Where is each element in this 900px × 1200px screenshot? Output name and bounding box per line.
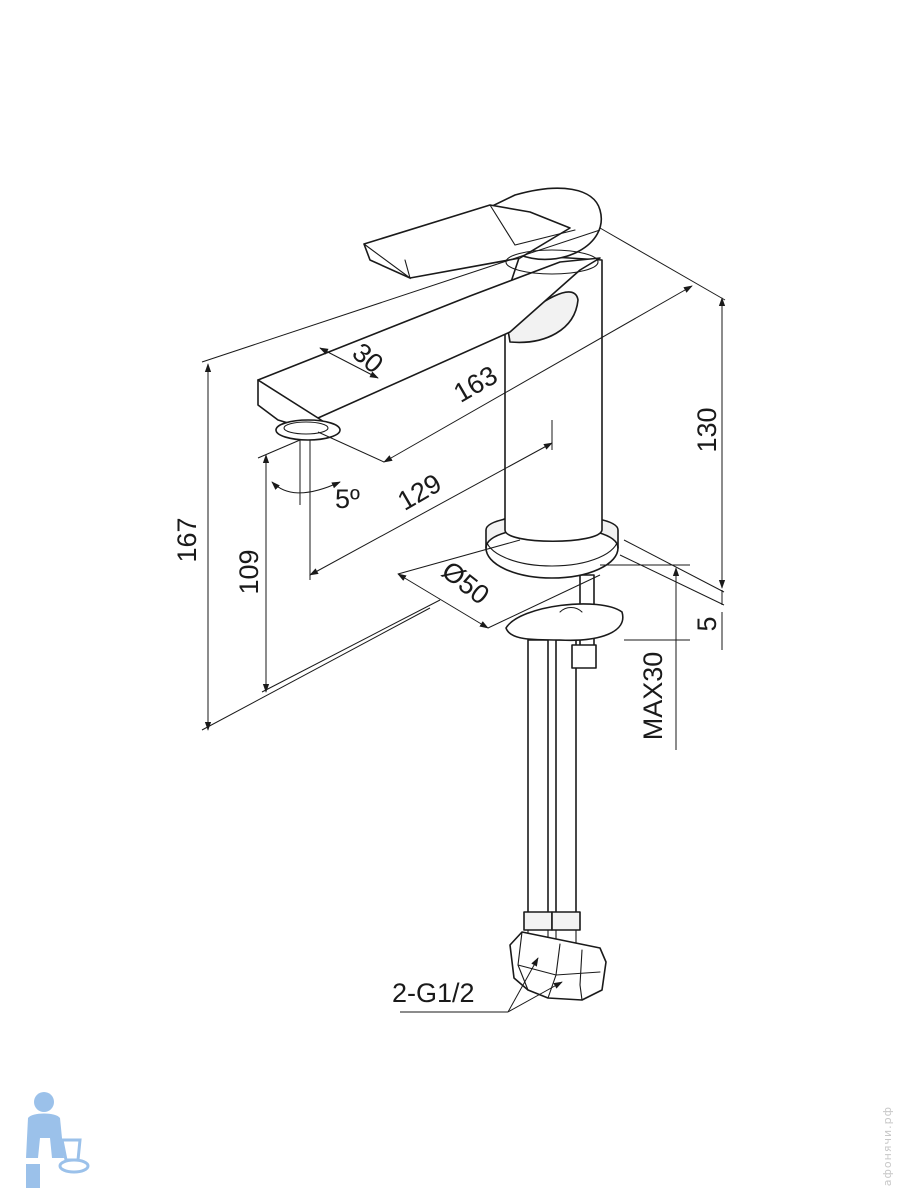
site-watermark: афонячи.рф xyxy=(881,1105,894,1186)
dim-base-thickness-text: 5 xyxy=(692,616,722,631)
plumber-mascot-icon xyxy=(26,1092,90,1188)
dimension-total-height: 167 xyxy=(172,363,431,731)
dimension-connections: 2-G1/2 xyxy=(392,957,563,1013)
dim-counter-max-text: MAX30 xyxy=(638,652,668,741)
mounting-kit xyxy=(505,574,624,669)
dimension-angle: 5º xyxy=(271,440,360,514)
dimension-base-thickness: 5 xyxy=(619,554,725,650)
dim-angle-text: 5º xyxy=(335,484,360,514)
dim-body-height-text: 130 xyxy=(692,407,722,452)
dim-spout-height-text: 109 xyxy=(234,549,264,594)
dimension-spout-height: 109 xyxy=(234,439,441,693)
hose-nut xyxy=(509,931,607,1001)
dimension-body-height: 130 xyxy=(623,297,726,593)
dim-spout-reach-lower-text: 129 xyxy=(392,468,446,517)
supply-hoses xyxy=(509,639,607,1001)
lever-handle xyxy=(363,187,603,280)
dim-spout-reach-text: 163 xyxy=(448,360,502,409)
dim-connections-text: 2-G1/2 xyxy=(392,978,475,1008)
dim-total-height-text: 167 xyxy=(172,517,202,562)
dimension-counter-max: MAX30 xyxy=(600,564,690,750)
